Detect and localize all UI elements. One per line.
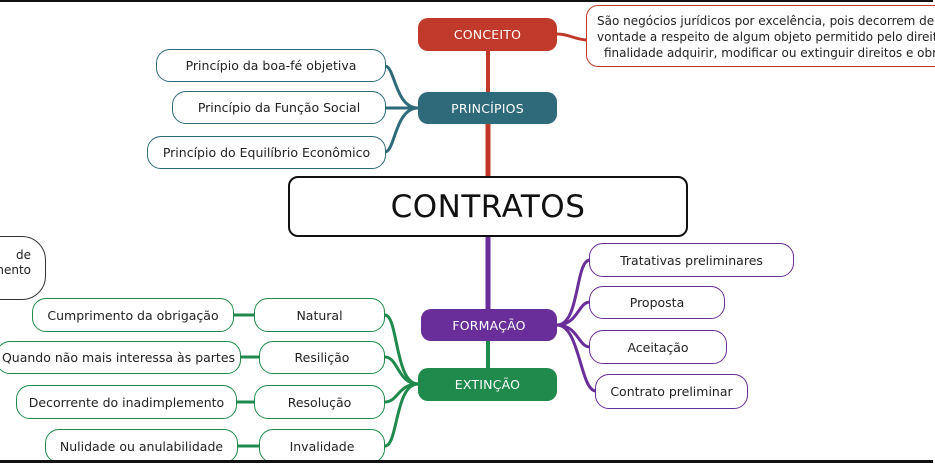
extincao-resilicao-desc-label: Quando não mais interessa às partes — [1, 350, 236, 365]
topic-conceito[interactable]: CONCEITO — [418, 18, 557, 51]
extincao-natural-desc-label: Cumprimento da obrigação — [47, 307, 219, 323]
extincao-resolucao-desc[interactable]: Decorrente do inadimplemento — [16, 385, 237, 419]
topic-extincao-label: EXTINÇÃO — [454, 377, 521, 392]
topic-principios-label: PRINCÍPIOS — [451, 100, 524, 116]
principio-boa-fe-label: Princípio da boa-fé objetiva — [185, 58, 357, 73]
extincao-resolucao-desc-label: Decorrente do inadimplemento — [28, 394, 225, 410]
topic-principios[interactable]: PRINCÍPIOS — [418, 92, 557, 124]
principio-boa-fe[interactable]: Princípio da boa-fé objetiva — [156, 49, 386, 82]
conceito-callout: São negócios jurídicos por excelência, p… — [586, 5, 935, 67]
extincao-resilicao[interactable]: Resilição — [259, 341, 385, 374]
cloud-note-line: mento — [0, 263, 31, 277]
formacao-proposta[interactable]: Proposta — [589, 286, 725, 319]
topic-extincao[interactable]: EXTINÇÃO — [418, 368, 557, 401]
topic-formacao[interactable]: FORMAÇÃO — [421, 309, 557, 341]
formacao-proposta-label: Proposta — [629, 295, 685, 310]
extincao-resolucao[interactable]: Resolução — [254, 385, 385, 419]
topic-formacao-label: FORMAÇÃO — [452, 317, 526, 333]
extincao-invalidade[interactable]: Invalidade — [259, 429, 385, 463]
cloud-note-line: de — [16, 248, 31, 262]
extincao-resolucao-label: Resolução — [287, 394, 352, 410]
callout-line: finalidade adquirir, modificar ou exting… — [603, 46, 935, 60]
extincao-resilicao-label: Resilição — [294, 350, 350, 365]
central-topic[interactable]: CONTRATOS — [288, 176, 688, 237]
extincao-natural-label: Natural — [296, 307, 343, 323]
extincao-natural-desc[interactable]: Cumprimento da obrigação — [32, 298, 234, 332]
extincao-resilicao-desc[interactable]: Quando não mais interessa às partes — [0, 341, 241, 374]
formacao-contrato-preliminar-label: Contrato preliminar — [610, 384, 733, 399]
formacao-aceitacao[interactable]: Aceitação — [589, 330, 727, 364]
topic-conceito-label: CONCEITO — [453, 27, 522, 42]
principio-equilibrio-label: Princípio do Equilíbrio Econômico — [162, 145, 371, 160]
principio-equilibrio[interactable]: Princípio do Equilíbrio Econômico — [147, 136, 386, 169]
formacao-aceitacao-label: Aceitação — [627, 339, 689, 355]
formacao-tratativas[interactable]: Tratativas preliminares — [589, 243, 794, 277]
extincao-invalidade-desc-label: Nulidade ou anulabilidade — [59, 438, 224, 454]
extincao-invalidade-desc[interactable]: Nulidade ou anulabilidade — [45, 429, 238, 463]
formacao-tratativas-label: Tratativas preliminares — [620, 252, 763, 268]
central-topic-label: CONTRATOS — [390, 188, 586, 225]
callout-line: vontade a respeito de algum objeto permi… — [597, 30, 935, 44]
extincao-natural[interactable]: Natural — [254, 298, 385, 332]
principio-funcao-social-label: Princípio da Função Social — [197, 100, 361, 115]
callout-line: São negócios jurídicos por excelência, p… — [597, 14, 935, 28]
formacao-contrato-preliminar[interactable]: Contrato preliminar — [595, 374, 748, 409]
cloud-note: de mento — [0, 236, 46, 300]
extincao-invalidade-label: Invalidade — [289, 438, 355, 454]
principio-funcao-social[interactable]: Princípio da Função Social — [172, 91, 386, 124]
